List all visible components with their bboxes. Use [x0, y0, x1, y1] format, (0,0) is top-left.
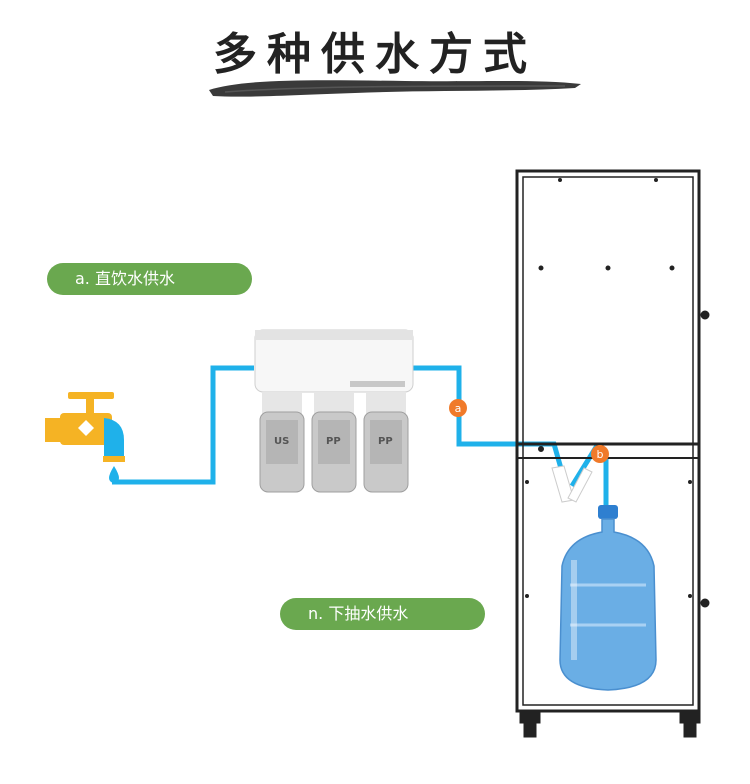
page-title: 多种供水方式 — [213, 29, 537, 80]
faucet-icon — [45, 392, 125, 483]
marker-b-label: b — [597, 448, 604, 461]
cartridge-3-label: PP — [378, 436, 393, 447]
marker-a: a — [449, 399, 467, 417]
water-purifier: US PP PP — [254, 329, 414, 493]
water-dispenser-cabinet — [515, 169, 710, 738]
option-a-label: a. 直饮水供水 — [47, 263, 252, 295]
cartridge-1-label: US — [274, 436, 289, 447]
pipe-connectors — [551, 465, 593, 503]
marker-a-label: a — [455, 402, 462, 415]
marker-b: b — [591, 445, 609, 463]
option-b-label: n. 下抽水供水 — [280, 598, 485, 630]
brush-stroke-underline — [209, 80, 581, 97]
water-bottle — [559, 505, 657, 691]
cartridge-2-label: PP — [326, 436, 341, 447]
